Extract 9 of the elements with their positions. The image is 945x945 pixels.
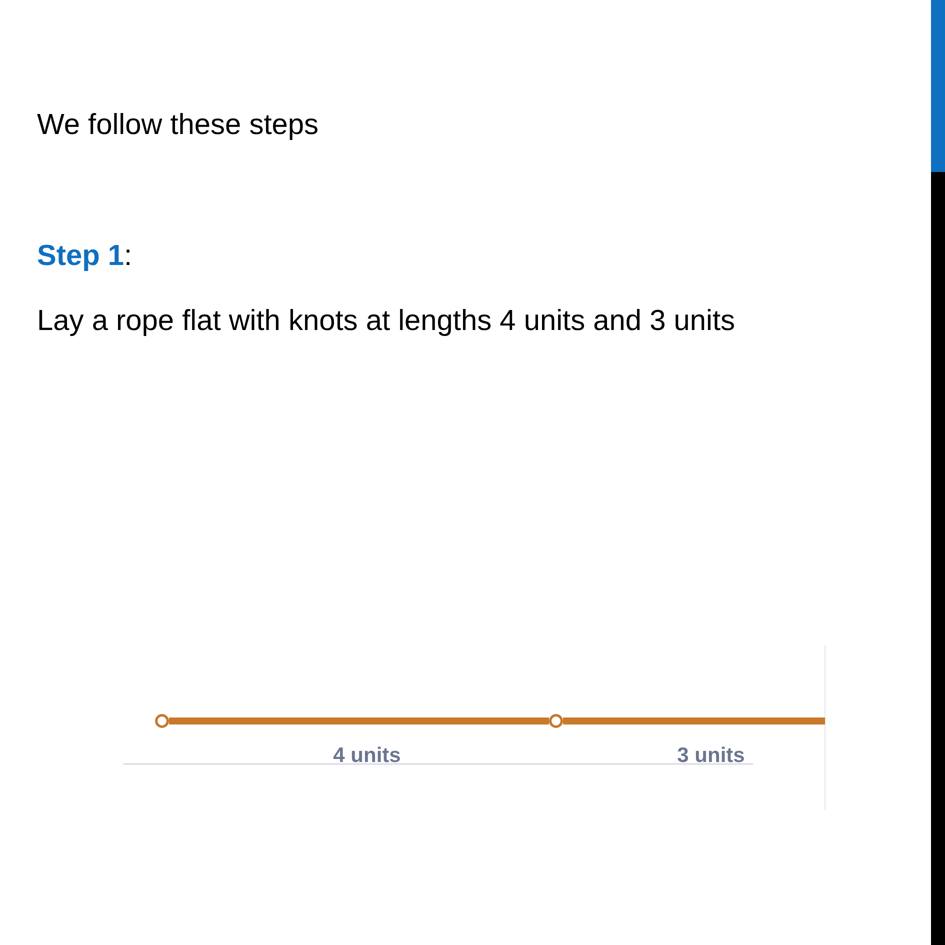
instruction-text: Lay a rope flat with knots at lengths 4 units and 3 units bbox=[37, 304, 736, 338]
knot-marker bbox=[155, 714, 169, 728]
length-label: 3 units bbox=[677, 745, 745, 767]
rope-segment bbox=[169, 718, 549, 724]
rope-segment bbox=[563, 718, 825, 724]
length-label: 4 units bbox=[333, 745, 401, 767]
intro-text: We follow these steps bbox=[37, 108, 319, 142]
step-heading: Step 1: bbox=[37, 239, 132, 273]
knot-marker bbox=[549, 714, 563, 728]
